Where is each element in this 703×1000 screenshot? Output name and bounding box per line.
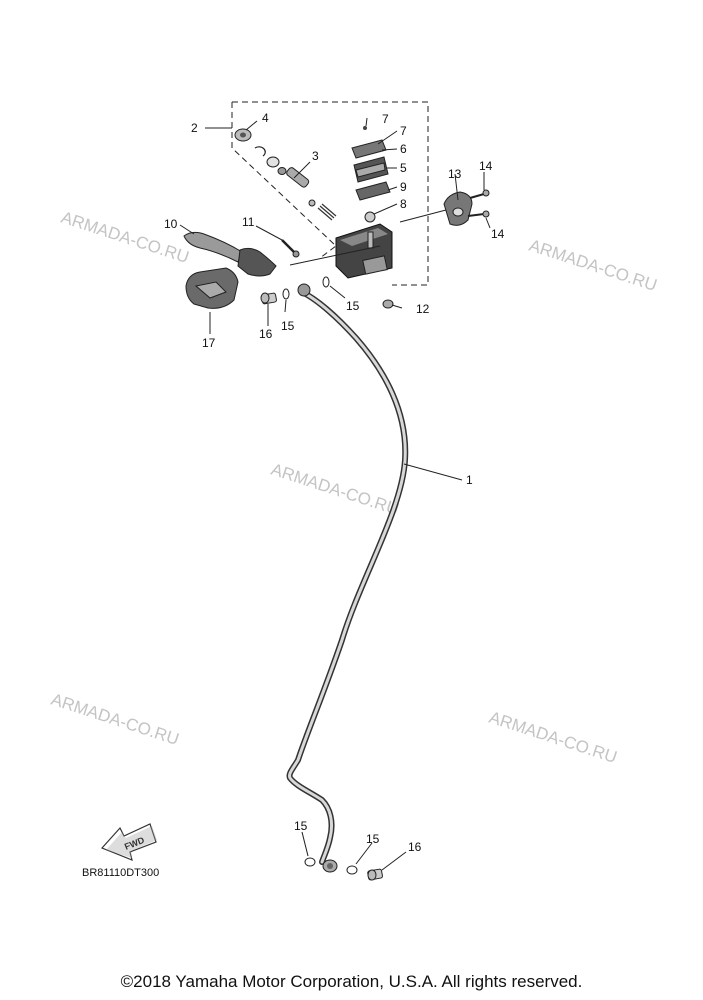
upper-banjo-fitting	[297, 283, 311, 297]
callout-10: 10	[164, 217, 178, 231]
lower-banjo-fitting	[322, 859, 338, 873]
leader-lines	[179, 117, 491, 871]
watermark: ARMADA-CO.RU	[49, 690, 182, 749]
reservoir-cap-stack	[351, 126, 391, 223]
callout-7: 7	[400, 124, 407, 138]
callout-16: 16	[259, 327, 273, 341]
copyright-notice: ©2018 Yamaha Motor Corporation, U.S.A. A…	[120, 972, 583, 991]
watermark: ARMADA-CO.RU	[269, 460, 402, 519]
callout-4: 4	[262, 111, 269, 125]
watermark: ARMADA-CO.RU	[487, 708, 620, 767]
assembly-boundary	[231, 102, 337, 259]
circlip	[254, 146, 266, 157]
callout-3: 3	[312, 149, 319, 163]
callout-7: 7	[382, 112, 389, 126]
bleeder-bolt	[382, 299, 394, 309]
lower-washer	[304, 857, 316, 867]
forward-arrow-icon: FWD	[100, 823, 157, 861]
callout-9: 9	[400, 180, 407, 194]
upper-washer	[282, 288, 290, 300]
callout-8: 8	[400, 197, 407, 211]
callout-6: 6	[400, 142, 407, 156]
callout-14: 14	[491, 227, 505, 241]
master-cylinder-body	[335, 223, 393, 279]
clutch-lever	[183, 231, 277, 277]
clutch-hose	[286, 289, 409, 865]
callout-5: 5	[400, 161, 407, 175]
callout-15: 15	[346, 299, 360, 313]
piston-kit	[266, 156, 337, 221]
clamp-holder	[443, 189, 490, 226]
lower-washer	[346, 865, 358, 875]
switch-bracket	[185, 267, 239, 309]
callout-16: 16	[408, 840, 422, 854]
callout-14: 14	[479, 159, 493, 173]
lower-banjo-bolt	[367, 868, 383, 881]
watermark: ARMADA-CO.RU	[527, 236, 660, 295]
callout-11: 11	[242, 215, 255, 229]
upper-banjo-bolt	[260, 292, 277, 305]
upper-washer	[322, 276, 330, 288]
callout-2: 2	[191, 121, 198, 135]
dust-boot	[234, 128, 252, 142]
callout-1: 1	[466, 473, 473, 487]
lever-pivot-bolt	[281, 239, 300, 258]
callout-15: 15	[281, 319, 295, 333]
callout-15: 15	[294, 819, 308, 833]
callout-13: 13	[448, 167, 462, 181]
diagram-code: BR81110DT300	[82, 867, 159, 879]
callout-12: 12	[416, 302, 430, 316]
callout-15: 15	[366, 832, 380, 846]
callout-17: 17	[202, 336, 216, 350]
